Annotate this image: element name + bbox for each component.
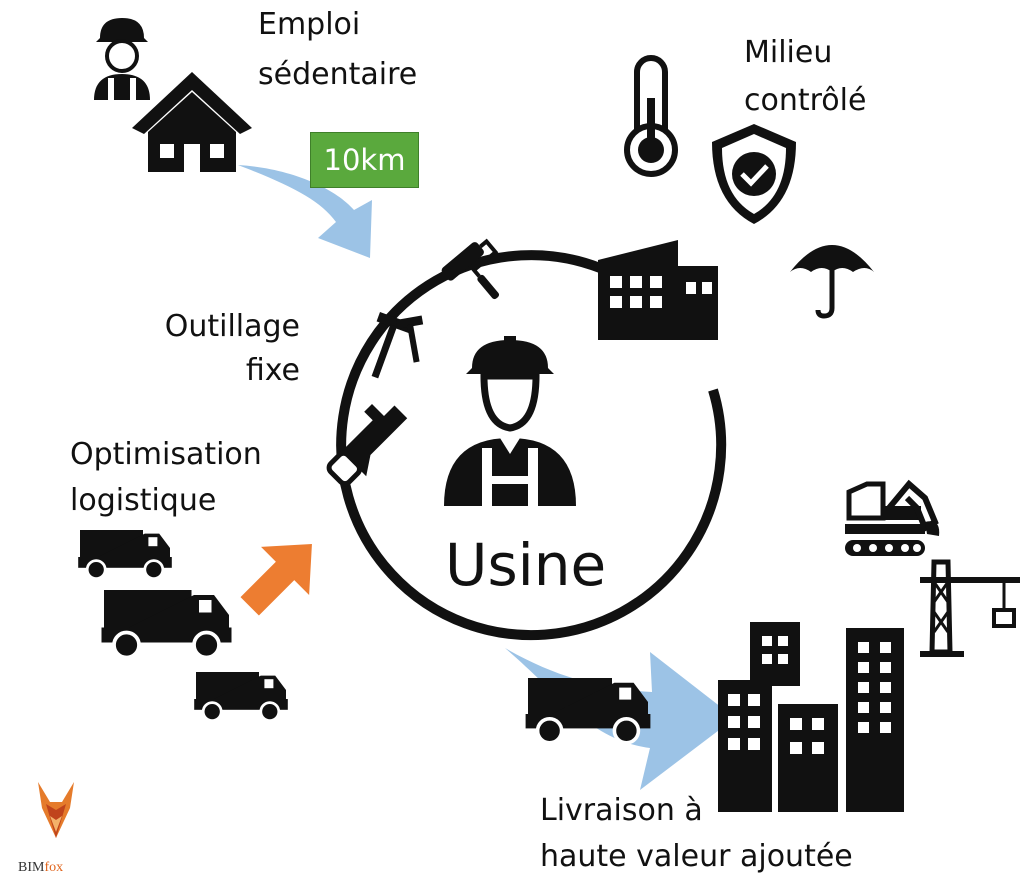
logo-part2: fox xyxy=(44,860,64,875)
saw-icon xyxy=(326,405,408,487)
outillage-label-line1: Outillage xyxy=(164,309,300,344)
logistics-arrow xyxy=(240,544,312,616)
emploi-label-line2: sédentaire xyxy=(258,57,418,92)
optimisation-label-line2: logistique xyxy=(70,483,217,518)
optimisation-label-line1: Optimisation xyxy=(70,437,262,472)
paint-roller-icon xyxy=(441,238,500,300)
fox-logo-icon xyxy=(38,782,74,838)
distance-badge: 10km xyxy=(310,132,419,188)
shield-check-icon xyxy=(712,124,796,224)
logo-part1: BIM xyxy=(18,860,45,875)
center-label: Usine xyxy=(445,531,607,599)
dump-truck-icon xyxy=(523,676,653,745)
umbrella-icon xyxy=(790,245,874,319)
emploi-label-line1: Emploi xyxy=(258,7,361,42)
buildings-icon xyxy=(718,622,904,812)
worker-icon xyxy=(444,336,576,506)
dump-truck-icon xyxy=(76,528,174,580)
milieu-label-line2: contrôlé xyxy=(744,83,867,118)
dump-truck-icon xyxy=(99,588,234,660)
hammer-icon xyxy=(396,315,424,363)
livraison-label-line1: Livraison à xyxy=(540,793,703,828)
excavator-icon xyxy=(845,479,940,556)
outillage-label-line2: fixe xyxy=(245,353,300,388)
factory-icon xyxy=(598,240,718,340)
usine-circle xyxy=(336,250,727,641)
dump-truck-icon xyxy=(192,670,290,722)
commute-arrow xyxy=(238,165,372,258)
crane-icon xyxy=(920,559,1020,657)
thermometer-icon xyxy=(624,55,678,177)
bimfox-logo-text: BIMfox xyxy=(18,858,63,876)
house-icon xyxy=(132,72,252,172)
milieu-label-line1: Milieu xyxy=(744,35,833,70)
livraison-label-line2: haute valeur ajoutée xyxy=(540,839,853,874)
worker-icon xyxy=(94,18,150,100)
